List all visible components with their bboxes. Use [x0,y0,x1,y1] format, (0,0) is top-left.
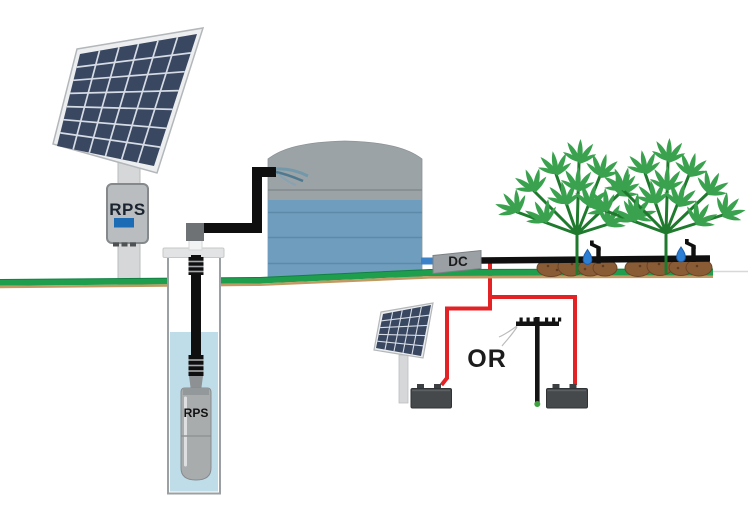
solar-array [52,27,205,174]
soil-speckles [546,262,699,272]
alt-panel-post [398,354,409,404]
pump-controller: RPS [106,183,149,247]
storage-tank [267,140,434,278]
pole-crossarm [516,321,559,326]
water-splash [275,167,309,186]
pump-adapter [189,376,203,391]
pipe-coupling-upper [188,257,204,275]
pipe-coupling-lower [188,355,204,376]
pole-insulators [519,317,562,322]
pump-cap [183,388,209,395]
drip-irrigation-line [480,255,711,264]
pump-label: RPS [184,406,209,420]
submersible-pump: RPS [180,387,212,481]
battery-terminal [552,384,560,390]
utility-pole [498,317,562,407]
surface-pipe [204,167,276,233]
pole-wires [498,325,518,347]
battery-terminal [569,384,577,390]
battery-right [546,384,588,409]
tank-outlet-pipe [421,257,434,265]
controller-label: RPS [109,200,145,219]
drop-pipe [191,255,201,386]
wellhead-elbow [186,223,204,241]
dc-label: DC [448,254,468,269]
tank-ridges [268,211,422,265]
alt-solar-panel [373,302,434,359]
array-cells [57,34,197,166]
well: RPS [162,223,225,495]
dc-disconnect-box: DC [432,249,482,275]
water-drop-icon [676,246,686,263]
or-label: OR [467,345,507,373]
battery-body [410,388,452,409]
pole-mast [535,317,540,404]
power-wire-red-left [439,297,492,387]
battery-terminal [434,384,441,390]
alt-panel-cells [376,305,431,356]
array-grid [60,37,192,163]
power-wire-red-right [488,261,577,385]
battery-terminal [417,384,424,390]
alt-panel-grid [377,306,430,355]
controller-terminals [113,242,136,247]
controller-indicator [114,218,134,228]
battery-body [546,388,588,409]
dc-box-body [432,249,482,275]
battery-left [410,384,452,409]
water-drop-icon [582,249,593,265]
tank-water [268,200,422,277]
pole-ground-marker [534,401,541,407]
